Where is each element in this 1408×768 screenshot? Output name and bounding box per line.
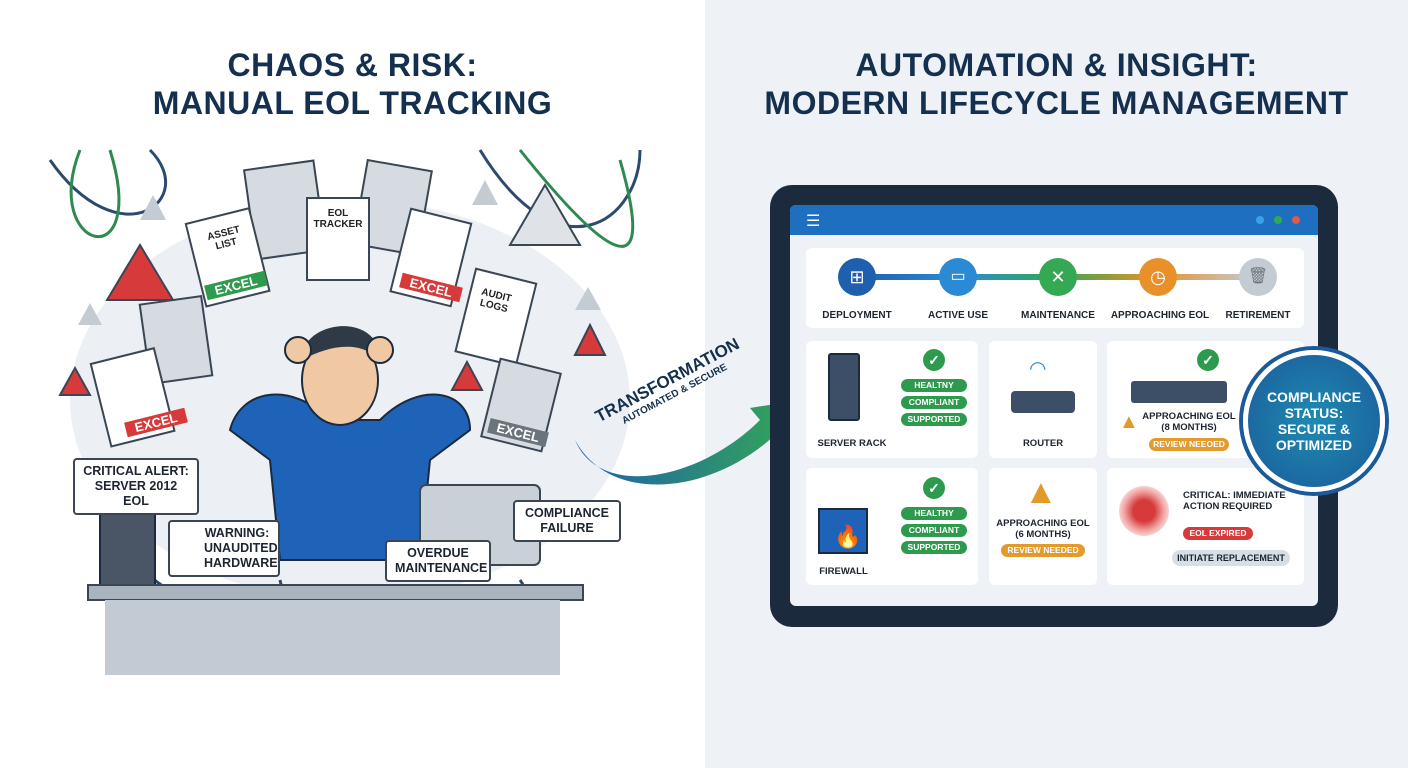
left-title: CHAOS & RISK: MANUAL EOL TRACKING bbox=[0, 46, 705, 122]
check-icon: ✓ bbox=[1197, 349, 1219, 371]
warning-label: WARNING: UNAUDITED HARDWARE bbox=[168, 520, 280, 577]
tag-supported: SUPPORTED bbox=[901, 541, 967, 554]
clock-icon: ◷ bbox=[1139, 258, 1177, 296]
tag-review-needed: REVIEW NEEOED bbox=[1149, 438, 1229, 451]
tools-icon: ✕ bbox=[1039, 258, 1077, 296]
eol-status: APPROACHING EOL (8 MONTHS) bbox=[1142, 411, 1236, 433]
tag-compliant: COMPLIANT bbox=[901, 524, 967, 537]
stressed-person bbox=[228, 326, 472, 561]
tag-healthy: HEALTNY bbox=[901, 379, 967, 392]
stage-active-use: ACTIVE USE bbox=[927, 310, 988, 321]
server-rack-card[interactable]: SERVER RACK ✓ HEALTNY COMPLIANT SUPPORTE… bbox=[806, 341, 978, 458]
window-dot-icon[interactable] bbox=[1274, 216, 1282, 224]
document-icons bbox=[89, 158, 562, 453]
chaos-illustration bbox=[48, 148, 642, 675]
eol-status: APPROACHING EOL (6 MONTHS) bbox=[996, 518, 1090, 540]
flame-icon: 🔥 bbox=[834, 524, 862, 549]
check-icon: ✓ bbox=[923, 349, 945, 371]
hierarchy-icon: ⊞ bbox=[838, 258, 876, 296]
critical-card[interactable]: CRITICAL: IMMEDIATE ACTION REQUIRED EOL … bbox=[1107, 468, 1304, 585]
initiate-replacement-button[interactable]: INITIATE REPLACEMENT bbox=[1172, 550, 1290, 566]
compliance-status-badge: COMPLIANCE STATUS: SECURE & OPTIMIZED bbox=[1243, 350, 1385, 492]
check-icon: ✓ bbox=[923, 477, 945, 499]
chaos-panel: CHAOS & RISK: MANUAL EOL TRACKING bbox=[0, 46, 705, 675]
tag-eol-expired: EOL EXPIRED bbox=[1183, 527, 1253, 540]
status-tags: HEALTNY COMPLIANT SUPPORTED bbox=[901, 379, 967, 430]
lifecycle-timeline: ⊞ ▭ ✕ ◷ 🗑 DEPLOYMENT ACTIVE USE MAINTENA… bbox=[806, 248, 1304, 328]
router-card[interactable]: ◠ ROUTER bbox=[989, 341, 1097, 458]
window-dot-icon[interactable] bbox=[1292, 216, 1300, 224]
asset-name: FIREWALL bbox=[819, 566, 868, 577]
router-icon: ▭ bbox=[939, 258, 977, 296]
wifi-icon: ◠ bbox=[1029, 358, 1047, 380]
overdue-maintenance-label: OVERDUE MAINTENANCE bbox=[385, 540, 491, 582]
tag-healthy: HEALTHY bbox=[901, 507, 967, 520]
right-title: AUTOMATION & INSIGHT: MODERN LIFECYCLE M… bbox=[705, 46, 1408, 122]
network-switch-icon bbox=[1131, 381, 1227, 403]
critical-alert-icon bbox=[1119, 486, 1169, 536]
right-title-line2: MODERN LIFECYCLE MANAGEMENT bbox=[764, 85, 1349, 121]
warning-icon: ▲ bbox=[1119, 411, 1139, 433]
switch-card[interactable]: ✓ ▲ APPROACHING EOL (8 MONTHS) REVIEW NE… bbox=[1107, 341, 1304, 458]
compliance-failure-label: COMPLIANCE FAILURE bbox=[513, 500, 621, 542]
stage-maintenance: MAINTENANCE bbox=[1021, 310, 1095, 321]
eol-tracker-doc: EOL TRACKER bbox=[313, 208, 363, 230]
stage-deployment: DEPLOYMENT bbox=[822, 310, 892, 321]
dashboard-screen: ☰ ⊞ ▭ ✕ ◷ 🗑 DEPLOYMENT ACTIVE USE MAINTE… bbox=[790, 205, 1318, 606]
left-title-line2: MANUAL EOL TRACKING bbox=[152, 85, 553, 121]
trash-icon: 🗑 bbox=[1239, 258, 1277, 296]
asset-name: SERVER RACK bbox=[817, 438, 887, 449]
eol-6-months-card[interactable]: ▲ APPROACHING EOL (6 MONTHS) REVIEW NEED… bbox=[989, 468, 1097, 585]
tag-review-needed: REVIEW NEEDED bbox=[1001, 544, 1085, 557]
critical-status: CRITICAL: IMMEDIATE ACTION REQUIRED bbox=[1183, 490, 1286, 512]
dashboard-topbar: ☰ bbox=[790, 205, 1318, 235]
stage-approaching-eol: APPROACHING EOL bbox=[1110, 310, 1210, 321]
firewall-card[interactable]: 🔥 FIREWALL ✓ HEALTHY COMPLIANT SUPPORTED bbox=[806, 468, 978, 585]
warning-icon: ▲ bbox=[1024, 473, 1058, 511]
tag-supported: SUPPORTED bbox=[901, 413, 967, 426]
tag-compliant: COMPLIANT bbox=[901, 396, 967, 409]
asset-name: ROUTER bbox=[1022, 438, 1064, 449]
router-icon bbox=[1011, 391, 1075, 413]
left-title-line1: CHAOS & RISK: bbox=[227, 47, 478, 83]
warning-triangle-icons bbox=[58, 180, 607, 396]
server-rack-icon bbox=[828, 353, 860, 421]
stage-retirement: RETIREMENT bbox=[1225, 310, 1291, 321]
desk bbox=[87, 584, 584, 601]
hamburger-menu-icon[interactable]: ☰ bbox=[806, 213, 821, 230]
critical-alert-label: CRITICAL ALERT: SERVER 2012 EOL bbox=[73, 458, 199, 515]
status-tags: HEALTHY COMPLIANT SUPPORTED bbox=[901, 507, 967, 558]
right-title-line1: AUTOMATION & INSIGHT: bbox=[855, 47, 1258, 83]
firewall-icon bbox=[818, 508, 868, 554]
window-dot-icon[interactable] bbox=[1256, 216, 1264, 224]
